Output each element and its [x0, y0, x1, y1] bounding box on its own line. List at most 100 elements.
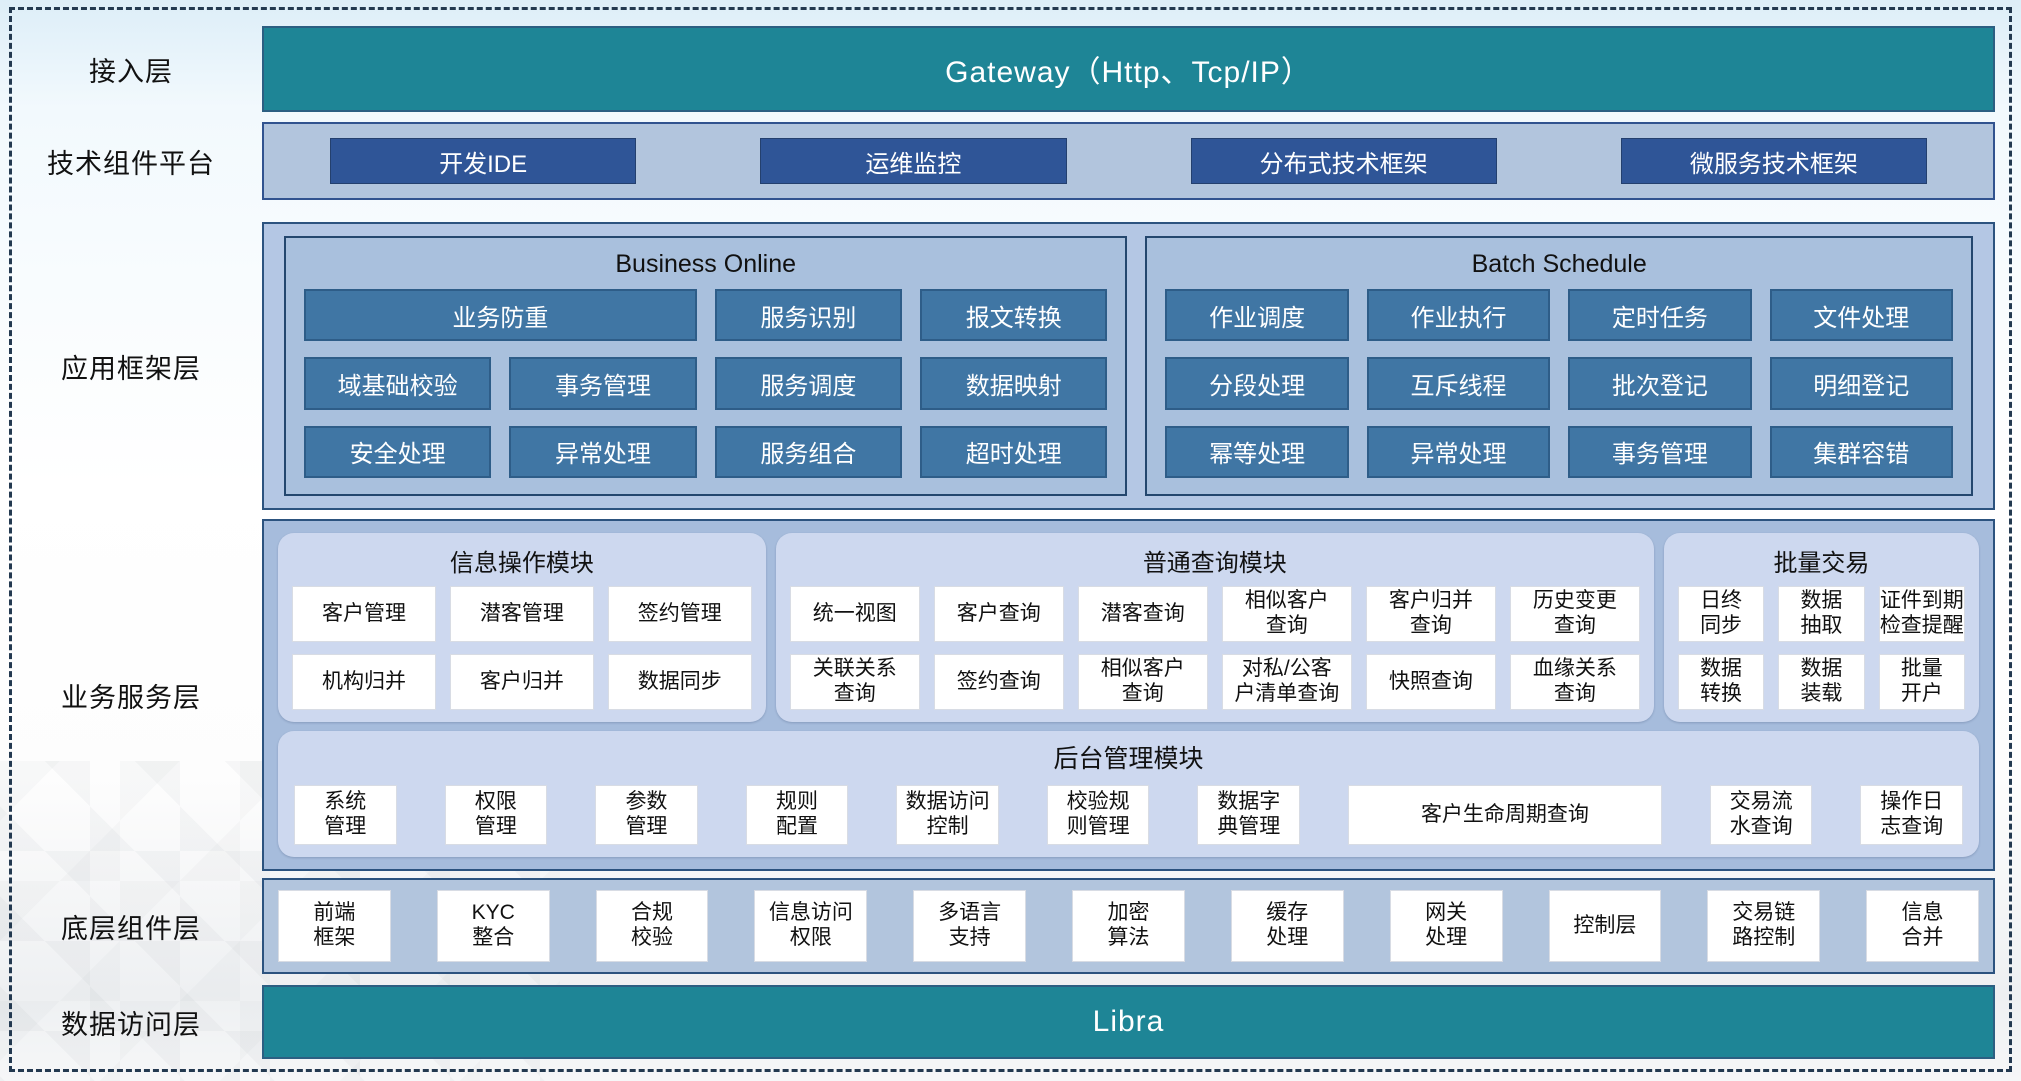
base-components-label: 底层组件层 — [61, 913, 201, 944]
batch-trade-chip: 数据 装载 — [1778, 654, 1865, 711]
business-online-chip: 安全处理 — [304, 425, 492, 478]
batch-trade-chip: 数据 抽取 — [1778, 586, 1865, 643]
common-query-chip: 相似客户 查询 — [1077, 654, 1208, 711]
business-online-chip: 服务调度 — [714, 357, 903, 410]
batch-schedule-panel: Batch Schedule 作业调度作业执行定时任务文件处理分段处理互斥线程批… — [1145, 236, 1973, 496]
base-component-chip: 多语言 支持 — [913, 890, 1027, 962]
info-operation-chip: 客户归并 — [449, 654, 594, 711]
base-component-chip: 控制层 — [1548, 890, 1662, 962]
business-online-grid: 业务防重服务识别报文转换域基础校验事务管理服务调度数据映射安全处理异常处理服务组… — [304, 289, 1108, 478]
common-query-chip: 对私/公客 户清单查询 — [1221, 654, 1352, 711]
business-online-chip: 超时处理 — [920, 425, 1108, 478]
business-online-chip: 事务管理 — [509, 357, 697, 410]
info-operation-grid: 客户管理潜客管理签约管理机构归并客户归并数据同步 — [292, 586, 752, 711]
info-operation-chip: 客户管理 — [292, 586, 436, 643]
common-query-grid: 统一视图客户查询潜客查询相似客户 查询客户归并 查询历史变更 查询关联关系 查询… — [789, 586, 1640, 711]
base-component-chip: 加密 算法 — [1072, 890, 1185, 962]
batch-schedule-chip: 作业执行 — [1366, 289, 1551, 342]
common-query-chip: 客户归并 查询 — [1365, 586, 1496, 643]
app-framework-container: Business Online 业务防重服务识别报文转换域基础校验事务管理服务调… — [262, 222, 1995, 510]
admin-chip: 数据字 典管理 — [1197, 785, 1301, 845]
app-framework-row: 应用框架层 Business Online 业务防重服务识别报文转换域基础校验事… — [0, 222, 1995, 510]
admin-chip: 交易流 水查询 — [1709, 785, 1813, 845]
batch-trade-module: 批量交易 日终 同步数据 抽取证件到期 检查提醒数据 转换数据 装载批量 开户 — [1663, 533, 1980, 723]
business-online-chip: 异常处理 — [509, 425, 697, 478]
business-online-chip: 报文转换 — [920, 289, 1108, 342]
batch-trade-grid: 日终 同步数据 抽取证件到期 检查提醒数据 转换数据 装载批量 开户 — [1677, 586, 1966, 711]
admin-chip: 系统 管理 — [294, 785, 397, 845]
admin-chip: 规则 配置 — [745, 785, 849, 845]
common-query-title: 普通查询模块 — [1142, 550, 1287, 577]
base-component-chip: 缓存 处理 — [1230, 890, 1344, 962]
admin-chip: 数据访问 控制 — [896, 785, 999, 845]
tech-component-chip: 微服务技术框架 — [1620, 138, 1927, 184]
batch-trade-chip: 证件到期 检查提醒 — [1878, 586, 1966, 643]
access-layer-label: 接入层 — [89, 56, 173, 87]
common-query-chip: 历史变更 查询 — [1509, 586, 1640, 643]
libra-bar: Libra — [262, 985, 1995, 1059]
access-layer-row: 接入层 Gateway（Http、Tcp/IP） — [0, 26, 1995, 112]
batch-schedule-chip: 作业调度 — [1165, 289, 1349, 342]
batch-schedule-chip: 异常处理 — [1366, 425, 1551, 478]
common-query-chip: 统一视图 — [789, 586, 920, 643]
batch-schedule-chip: 事务管理 — [1568, 425, 1752, 478]
batch-trade-title: 批量交易 — [1773, 550, 1870, 577]
common-query-chip: 签约查询 — [933, 654, 1064, 711]
admin-chip: 校验规 则管理 — [1046, 785, 1150, 845]
admin-chip: 参数 管理 — [595, 785, 698, 845]
gateway-bar: Gateway（Http、Tcp/IP） — [262, 26, 1995, 112]
common-query-chip: 相似客户 查询 — [1221, 586, 1352, 643]
base-component-chip: 交易链 路控制 — [1707, 890, 1821, 962]
admin-chip: 客户生命周期查询 — [1348, 785, 1662, 845]
info-operation-chip: 潜客管理 — [449, 586, 594, 643]
common-query-chip: 血缘关系 查询 — [1509, 654, 1640, 711]
tech-component-chip: 开发IDE — [330, 138, 637, 184]
business-online-panel: Business Online 业务防重服务识别报文转换域基础校验事务管理服务调… — [284, 236, 1128, 496]
admin-module: 后台管理模块 系统 管理权限 管理参数 管理规则 配置数据访问 控制校验规 则管… — [278, 731, 1979, 857]
base-component-chip: 信息 合并 — [1866, 890, 1979, 962]
batch-schedule-grid: 作业调度作业执行定时任务文件处理分段处理互斥线程批次登记明细登记幂等处理异常处理… — [1165, 289, 1953, 478]
info-operation-module: 信息操作模块 客户管理潜客管理签约管理机构归并客户归并数据同步 — [278, 533, 766, 723]
tech-component-chip: 运维监控 — [760, 138, 1067, 184]
info-operation-chip: 数据同步 — [607, 654, 752, 711]
batch-schedule-chip: 集群容错 — [1769, 425, 1953, 478]
business-service-row: 业务服务层 信息操作模块 客户管理潜客管理签约管理机构归并客户归并数据同步 普通… — [0, 519, 1995, 871]
info-operation-chip: 机构归并 — [292, 654, 436, 711]
business-online-chip: 数据映射 — [920, 357, 1108, 410]
batch-schedule-title: Batch Schedule — [1471, 250, 1647, 278]
batch-trade-chip: 批量 开户 — [1878, 654, 1966, 711]
business-service-label: 业务服务层 — [61, 682, 201, 713]
batch-schedule-chip: 文件处理 — [1769, 289, 1953, 342]
business-online-chip: 服务识别 — [714, 289, 903, 342]
batch-schedule-chip: 批次登记 — [1568, 357, 1752, 410]
business-online-chip: 域基础校验 — [304, 357, 492, 410]
base-component-chip: 信息访问 权限 — [754, 890, 868, 962]
data-access-row: 数据访问层 Libra — [0, 985, 1995, 1059]
common-query-module: 普通查询模块 统一视图客户查询潜客查询相似客户 查询客户归并 查询历史变更 查询… — [775, 533, 1654, 723]
admin-chip: 操作日 志查询 — [1860, 785, 1963, 845]
common-query-chip: 潜客查询 — [1077, 586, 1208, 643]
admin-module-row: 系统 管理权限 管理参数 管理规则 配置数据访问 控制校验规 则管理数据字 典管… — [294, 785, 1963, 845]
base-component-chip: 前端 框架 — [278, 890, 391, 962]
batch-trade-chip: 日终 同步 — [1677, 586, 1765, 643]
info-operation-title: 信息操作模块 — [449, 550, 594, 577]
batch-schedule-chip: 互斥线程 — [1366, 357, 1551, 410]
batch-trade-chip: 数据 转换 — [1677, 654, 1765, 711]
data-access-label: 数据访问层 — [61, 1009, 201, 1040]
base-components-row: 底层组件层 前端 框架 KYC 整合合规 校验信息访问 权限多语言 支持加密 算法… — [0, 878, 1995, 974]
business-service-container: 信息操作模块 客户管理潜客管理签约管理机构归并客户归并数据同步 普通查询模块 统… — [262, 519, 1995, 871]
batch-schedule-chip: 幂等处理 — [1165, 425, 1349, 478]
tech-platform-label: 技术组件平台 — [47, 148, 215, 179]
common-query-chip: 客户查询 — [933, 586, 1064, 643]
common-query-chip: 关联关系 查询 — [789, 654, 920, 711]
base-component-chip: KYC 整合 — [436, 890, 550, 962]
batch-schedule-chip: 定时任务 — [1568, 289, 1752, 342]
admin-chip: 权限 管理 — [444, 785, 548, 845]
batch-schedule-chip: 分段处理 — [1165, 357, 1349, 410]
batch-schedule-chip: 明细登记 — [1769, 357, 1953, 410]
base-component-chip: 合规 校验 — [595, 890, 709, 962]
